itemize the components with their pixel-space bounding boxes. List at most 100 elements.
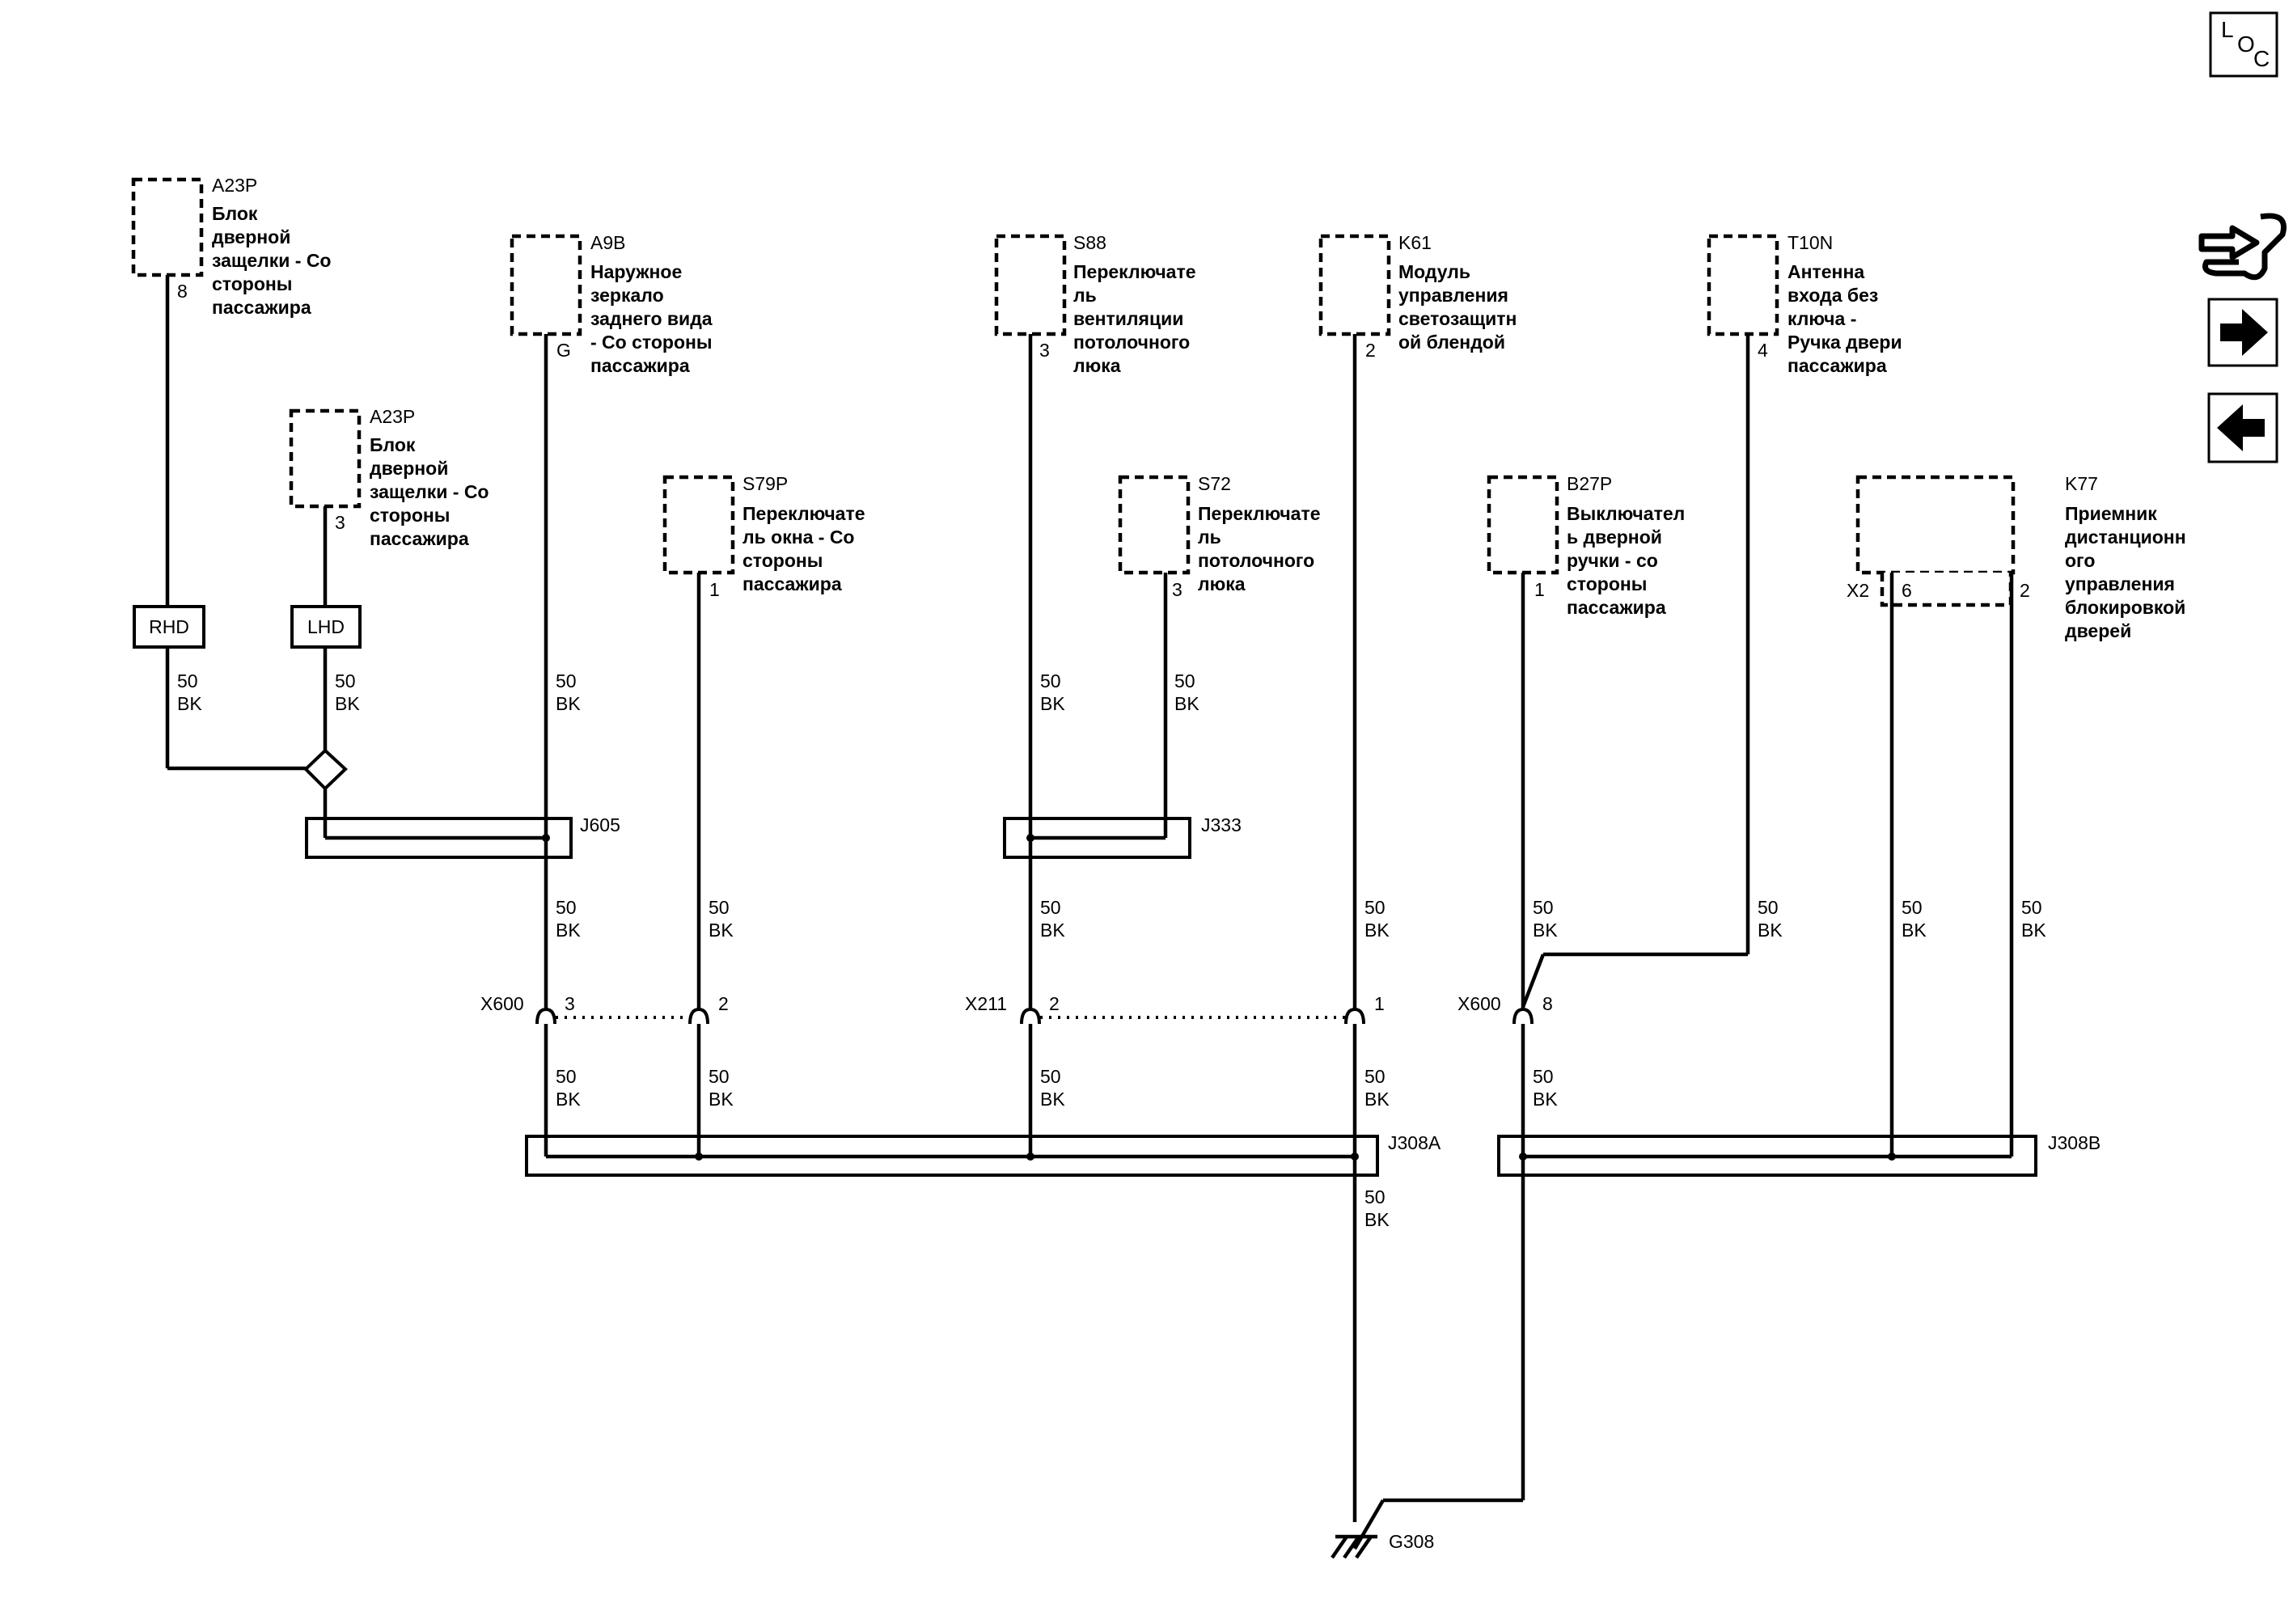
svg-text:L: L [2221,17,2234,42]
component-a9b[interactable]: A9B Наружное зеркало заднего вида - Со с… [510,232,713,376]
svg-text:вентиляции: вентиляции [1073,308,1183,329]
svg-text:BK: BK [177,693,202,714]
svg-text:A9B: A9B [590,232,625,253]
svg-text:стороны: стороны [1567,573,1647,594]
svg-text:защелки - Со: защелки - Со [370,481,489,502]
option-splice-diamond [303,748,348,791]
svg-text:C: C [2253,46,2270,71]
svg-text:LHD: LHD [307,616,345,637]
svg-text:Модуль: Модуль [1398,261,1470,282]
svg-text:50: 50 [556,1066,577,1087]
component-s88[interactable]: S88 Переключате ль вентиляции потолочног… [994,232,1196,376]
svg-text:8: 8 [1542,993,1553,1014]
svg-text:50: 50 [1040,670,1061,691]
svg-text:ручки - со: ручки - со [1567,550,1658,571]
svg-text:50: 50 [1364,1066,1386,1087]
svg-text:B27P: B27P [1567,473,1612,494]
pin-label: 4 [1758,340,1768,361]
svg-text:BK: BK [1174,693,1199,714]
svg-text:Блок: Блок [370,434,416,455]
svg-text:BK: BK [709,920,734,941]
svg-text:RHD: RHD [149,616,189,637]
svg-text:люка: люка [1073,355,1121,376]
svg-text:ль: ль [1198,527,1221,548]
svg-text:BK: BK [556,693,581,714]
svg-text:J333: J333 [1201,814,1242,835]
component-k77[interactable]: K77 Приемник дистанционн ого управления … [1847,473,2186,641]
component-k61[interactable]: K61 Модуль управления светозащитн ой бле… [1318,232,1517,361]
svg-text:50: 50 [1533,897,1554,918]
svg-text:дверей: дверей [2065,620,2131,641]
svg-text:BK: BK [1533,920,1558,941]
svg-text:пассажира: пассажира [370,528,469,549]
svg-text:входа без: входа без [1787,285,1878,306]
svg-text:BK: BK [1364,920,1390,941]
svg-text:J308A: J308A [1388,1132,1441,1153]
svg-text:Блок: Блок [212,203,258,224]
component-b27p[interactable]: B27P Выключател ь дверной ручки - со сто… [1487,473,1685,618]
svg-text:1: 1 [1374,993,1385,1014]
svg-text:3: 3 [565,993,575,1014]
svg-text:блокировкой: блокировкой [2065,597,2185,618]
svg-text:G308: G308 [1389,1531,1434,1552]
svg-text:ль окна - Со: ль окна - Со [742,527,854,548]
svg-text:50: 50 [1040,1066,1061,1087]
svg-text:J605: J605 [580,814,620,835]
component-a23p-lower[interactable]: A23P Блок дверной защелки - Со стороны п… [289,406,489,549]
svg-text:пассажира: пассажира [212,297,311,318]
svg-text:ь дверной: ь дверной [1567,527,1662,548]
svg-text:X600: X600 [1457,993,1501,1014]
component-a23p-upper[interactable]: A23P Блок дверной защелки - Со стороны п… [131,175,331,318]
svg-text:BK: BK [1533,1089,1558,1110]
splice-j308b: J308B [1497,1132,2101,1177]
pin-label: 2 [2020,580,2030,601]
svg-text:стороны: стороны [370,505,450,526]
svg-text:защелки - Со: защелки - Со [212,250,331,271]
previous-page-button[interactable] [2207,392,2278,463]
svg-text:J308B: J308B [2048,1132,2101,1153]
svg-text:стороны: стороны [212,273,292,294]
svg-text:BK: BK [335,693,360,714]
svg-text:O: O [2237,32,2255,57]
svg-text:заднего вида: заднего вида [590,308,713,329]
svg-text:50: 50 [709,897,730,918]
svg-text:пассажира: пассажира [590,355,690,376]
pin-label: 3 [1172,579,1182,600]
svg-text:ого: ого [2065,550,2095,571]
svg-text:BK: BK [1902,920,1927,941]
svg-text:BK: BK [1040,920,1065,941]
svg-text:потолочного: потолочного [1073,332,1190,353]
pin-label: 6 [1902,580,1912,601]
svg-text:BK: BK [1040,693,1065,714]
component-s72[interactable]: S72 Переключате ль потолочного люка 3 [1118,473,1321,600]
svg-text:BK: BK [1040,1089,1065,1110]
pin-label: 1 [709,579,720,600]
svg-text:50: 50 [1040,897,1061,918]
svg-text:K61: K61 [1398,232,1432,253]
svg-text:дверной: дверной [212,226,290,247]
svg-text:K77: K77 [2065,473,2098,494]
wires [165,275,2014,1550]
svg-text:ой блендой: ой блендой [1398,332,1505,353]
pin-label: 8 [177,281,188,302]
pin-label: G [556,340,571,361]
svg-text:BK: BK [1364,1209,1390,1230]
splice-j308a: J308A [525,1132,1441,1177]
svg-text:зеркало: зеркало [590,285,664,306]
pin-label: 3 [335,512,345,533]
location-icon[interactable]: L O C [2209,11,2278,78]
svg-text:ль: ль [1073,285,1097,306]
svg-text:светозащитн: светозащитн [1398,308,1517,329]
component-t10n[interactable]: T10N Антенна входа без ключа - Ручка две… [1707,232,1902,376]
svg-text:50: 50 [556,670,577,691]
svg-text:управления: управления [2065,573,2175,594]
svg-text:BK: BK [556,1089,581,1110]
connector-view-icon[interactable] [2198,213,2287,281]
svg-text:дистанционн: дистанционн [2065,527,2186,548]
svg-text:50: 50 [556,897,577,918]
svg-text:Переключате: Переключате [1198,503,1321,524]
next-page-button[interactable] [2207,298,2278,367]
component-s79p[interactable]: S79P Переключате ль окна - Со стороны па… [662,473,865,600]
connector-label: X2 [1847,580,1869,601]
